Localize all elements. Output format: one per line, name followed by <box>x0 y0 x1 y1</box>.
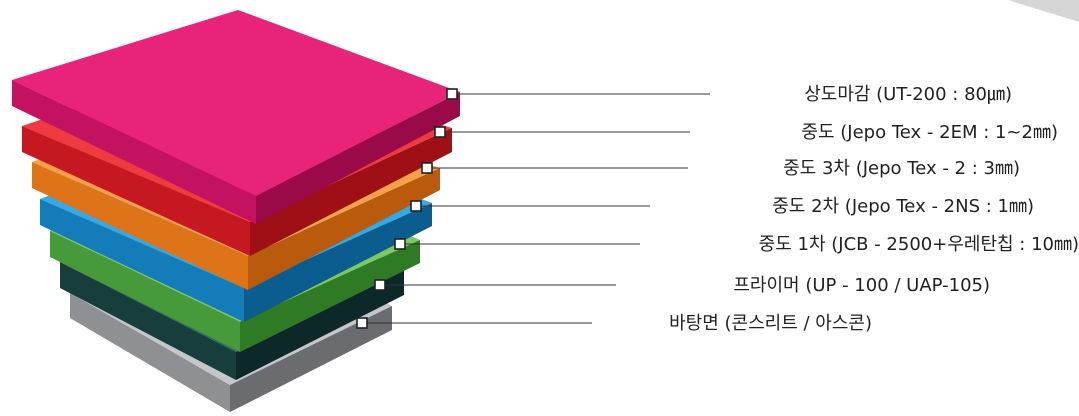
layer-label: 프라이머 (UP - 100 / UAP-105) <box>733 275 990 296</box>
callout-marker <box>446 88 458 100</box>
layer-label: 바탕면 (콘스리트 / 아스콘) <box>669 313 872 334</box>
callout-marker <box>374 279 386 291</box>
layer-label: 중도 2차 (Jepo Tex - 2NS : 1㎜) <box>772 196 1034 217</box>
callout-marker <box>356 317 368 329</box>
callout-marker <box>434 126 446 138</box>
callout-marker <box>421 162 433 174</box>
layer-label: 중도 (Jepo Tex - 2EM : 1~2㎜) <box>801 122 1058 143</box>
callout-marker <box>394 238 406 250</box>
layer-topcoat <box>12 10 460 224</box>
layer-label: 중도 3차 (Jepo Tex - 2 : 3㎜) <box>783 158 1020 179</box>
callout-marker <box>410 200 422 212</box>
layer-label: 상도마감 (UT-200 : 80㎛) <box>804 84 1012 105</box>
corner-decoration <box>1008 0 1079 22</box>
layer-label: 중도 1차 (JCB - 2500+우레탄칩 : 10㎜) <box>759 234 1079 255</box>
